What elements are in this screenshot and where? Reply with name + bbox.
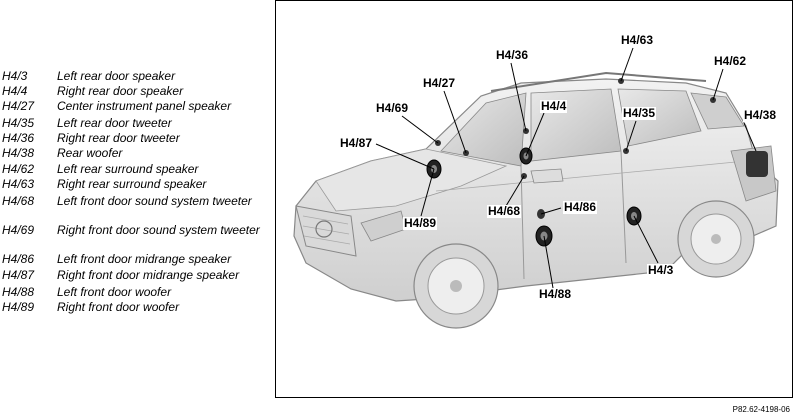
legend-code: H4/63 xyxy=(2,177,35,191)
callout-h4-63: H4/63 xyxy=(620,33,655,47)
legend-code: H4/3 xyxy=(2,69,28,83)
legend-code: H4/69 xyxy=(2,223,35,237)
legend-desc: Right rear door tweeter xyxy=(57,131,180,145)
legend-desc: Left rear door tweeter xyxy=(57,116,172,130)
car-body xyxy=(293,71,779,302)
callout-h4-27: H4/27 xyxy=(422,76,457,90)
legend-code: H4/68 xyxy=(2,194,35,208)
callout-h4-35: H4/35 xyxy=(622,106,657,120)
callout-h4-69: H4/69 xyxy=(375,101,410,115)
legend-row: H4/3 Left rear door speaker xyxy=(0,70,272,85)
legend-desc: Right rear surround speaker xyxy=(57,177,207,191)
vehicle-diagram: H4/63 H4/36 H4/62 H4/27 H4/69 H4/4 H4/35… xyxy=(275,0,793,398)
legend-desc: Left front door sound system tweeter xyxy=(57,194,252,208)
legend-code: H4/62 xyxy=(2,162,35,176)
legend-code: H4/86 xyxy=(2,252,35,266)
callout-h4-4: H4/4 xyxy=(540,99,568,113)
legend-row: H4/4 Right rear door speaker xyxy=(0,85,272,100)
callout-h4-62: H4/62 xyxy=(713,54,748,68)
legend-desc: Right front door midrange speaker xyxy=(57,268,240,282)
legend-row: H4/89 Right front door woofer xyxy=(0,301,272,316)
callout-h4-36: H4/36 xyxy=(495,48,530,62)
legend-code: H4/36 xyxy=(2,131,35,145)
legend-row: H4/62 Left rear surround speaker xyxy=(0,163,272,178)
callout-h4-68: H4/68 xyxy=(487,204,522,218)
front-wheel xyxy=(413,243,499,329)
legend-code: H4/4 xyxy=(2,84,28,98)
legend-row: H4/69 Right front door sound system twee… xyxy=(0,224,272,253)
legend-code: H4/38 xyxy=(2,146,35,160)
legend-row: H4/36 Right rear door tweeter xyxy=(0,132,272,147)
legend-row: H4/86 Left front door midrange speaker xyxy=(0,253,272,269)
legend-row: H4/68 Left front door sound system tweet… xyxy=(0,195,272,224)
legend-row: H4/35 Left rear door tweeter xyxy=(0,117,272,132)
speaker-h4-38-icon xyxy=(746,151,768,177)
leader-lines xyxy=(375,47,757,289)
legend-desc: Right rear door speaker xyxy=(57,84,184,98)
legend-code: H4/87 xyxy=(2,268,35,282)
rear-wheel xyxy=(677,200,755,278)
legend-desc: Right front door sound system tweeter xyxy=(57,223,260,237)
vehicle-illustration xyxy=(293,47,779,329)
callout-h4-89: H4/89 xyxy=(403,216,438,230)
legend-row: H4/87 Right front door midrange speaker xyxy=(0,269,272,286)
legend-desc: Center instrument panel speaker xyxy=(57,99,232,113)
legend-desc: Rear woofer xyxy=(57,146,123,160)
callout-h4-86: H4/86 xyxy=(563,200,598,214)
legend-desc: Right front door woofer xyxy=(57,300,180,314)
callout-h4-87: H4/87 xyxy=(339,136,374,150)
legend-code: H4/35 xyxy=(2,116,35,130)
legend-desc: Left front door woofer xyxy=(57,285,172,299)
legend: H4/3 Left rear door speaker H4/4 Right r… xyxy=(0,70,272,316)
legend-desc: Left rear surround speaker xyxy=(57,162,199,176)
legend-desc: Left rear door speaker xyxy=(57,69,176,83)
callout-h4-88: H4/88 xyxy=(538,287,573,301)
legend-desc: Left front door midrange speaker xyxy=(57,252,232,266)
figure-reference: P82.62-4198-06 xyxy=(732,405,790,414)
legend-row: H4/27 Center instrument panel speaker xyxy=(0,100,272,117)
legend-row: H4/88 Left front door woofer xyxy=(0,286,272,301)
legend-row: H4/63 Right rear surround speaker xyxy=(0,178,272,195)
legend-code: H4/88 xyxy=(2,285,35,299)
callout-h4-3: H4/3 xyxy=(647,263,675,277)
legend-code: H4/89 xyxy=(2,300,35,314)
legend-row: H4/38 Rear woofer xyxy=(0,147,272,163)
callout-h4-38: H4/38 xyxy=(743,108,778,122)
legend-code: H4/27 xyxy=(2,99,35,113)
